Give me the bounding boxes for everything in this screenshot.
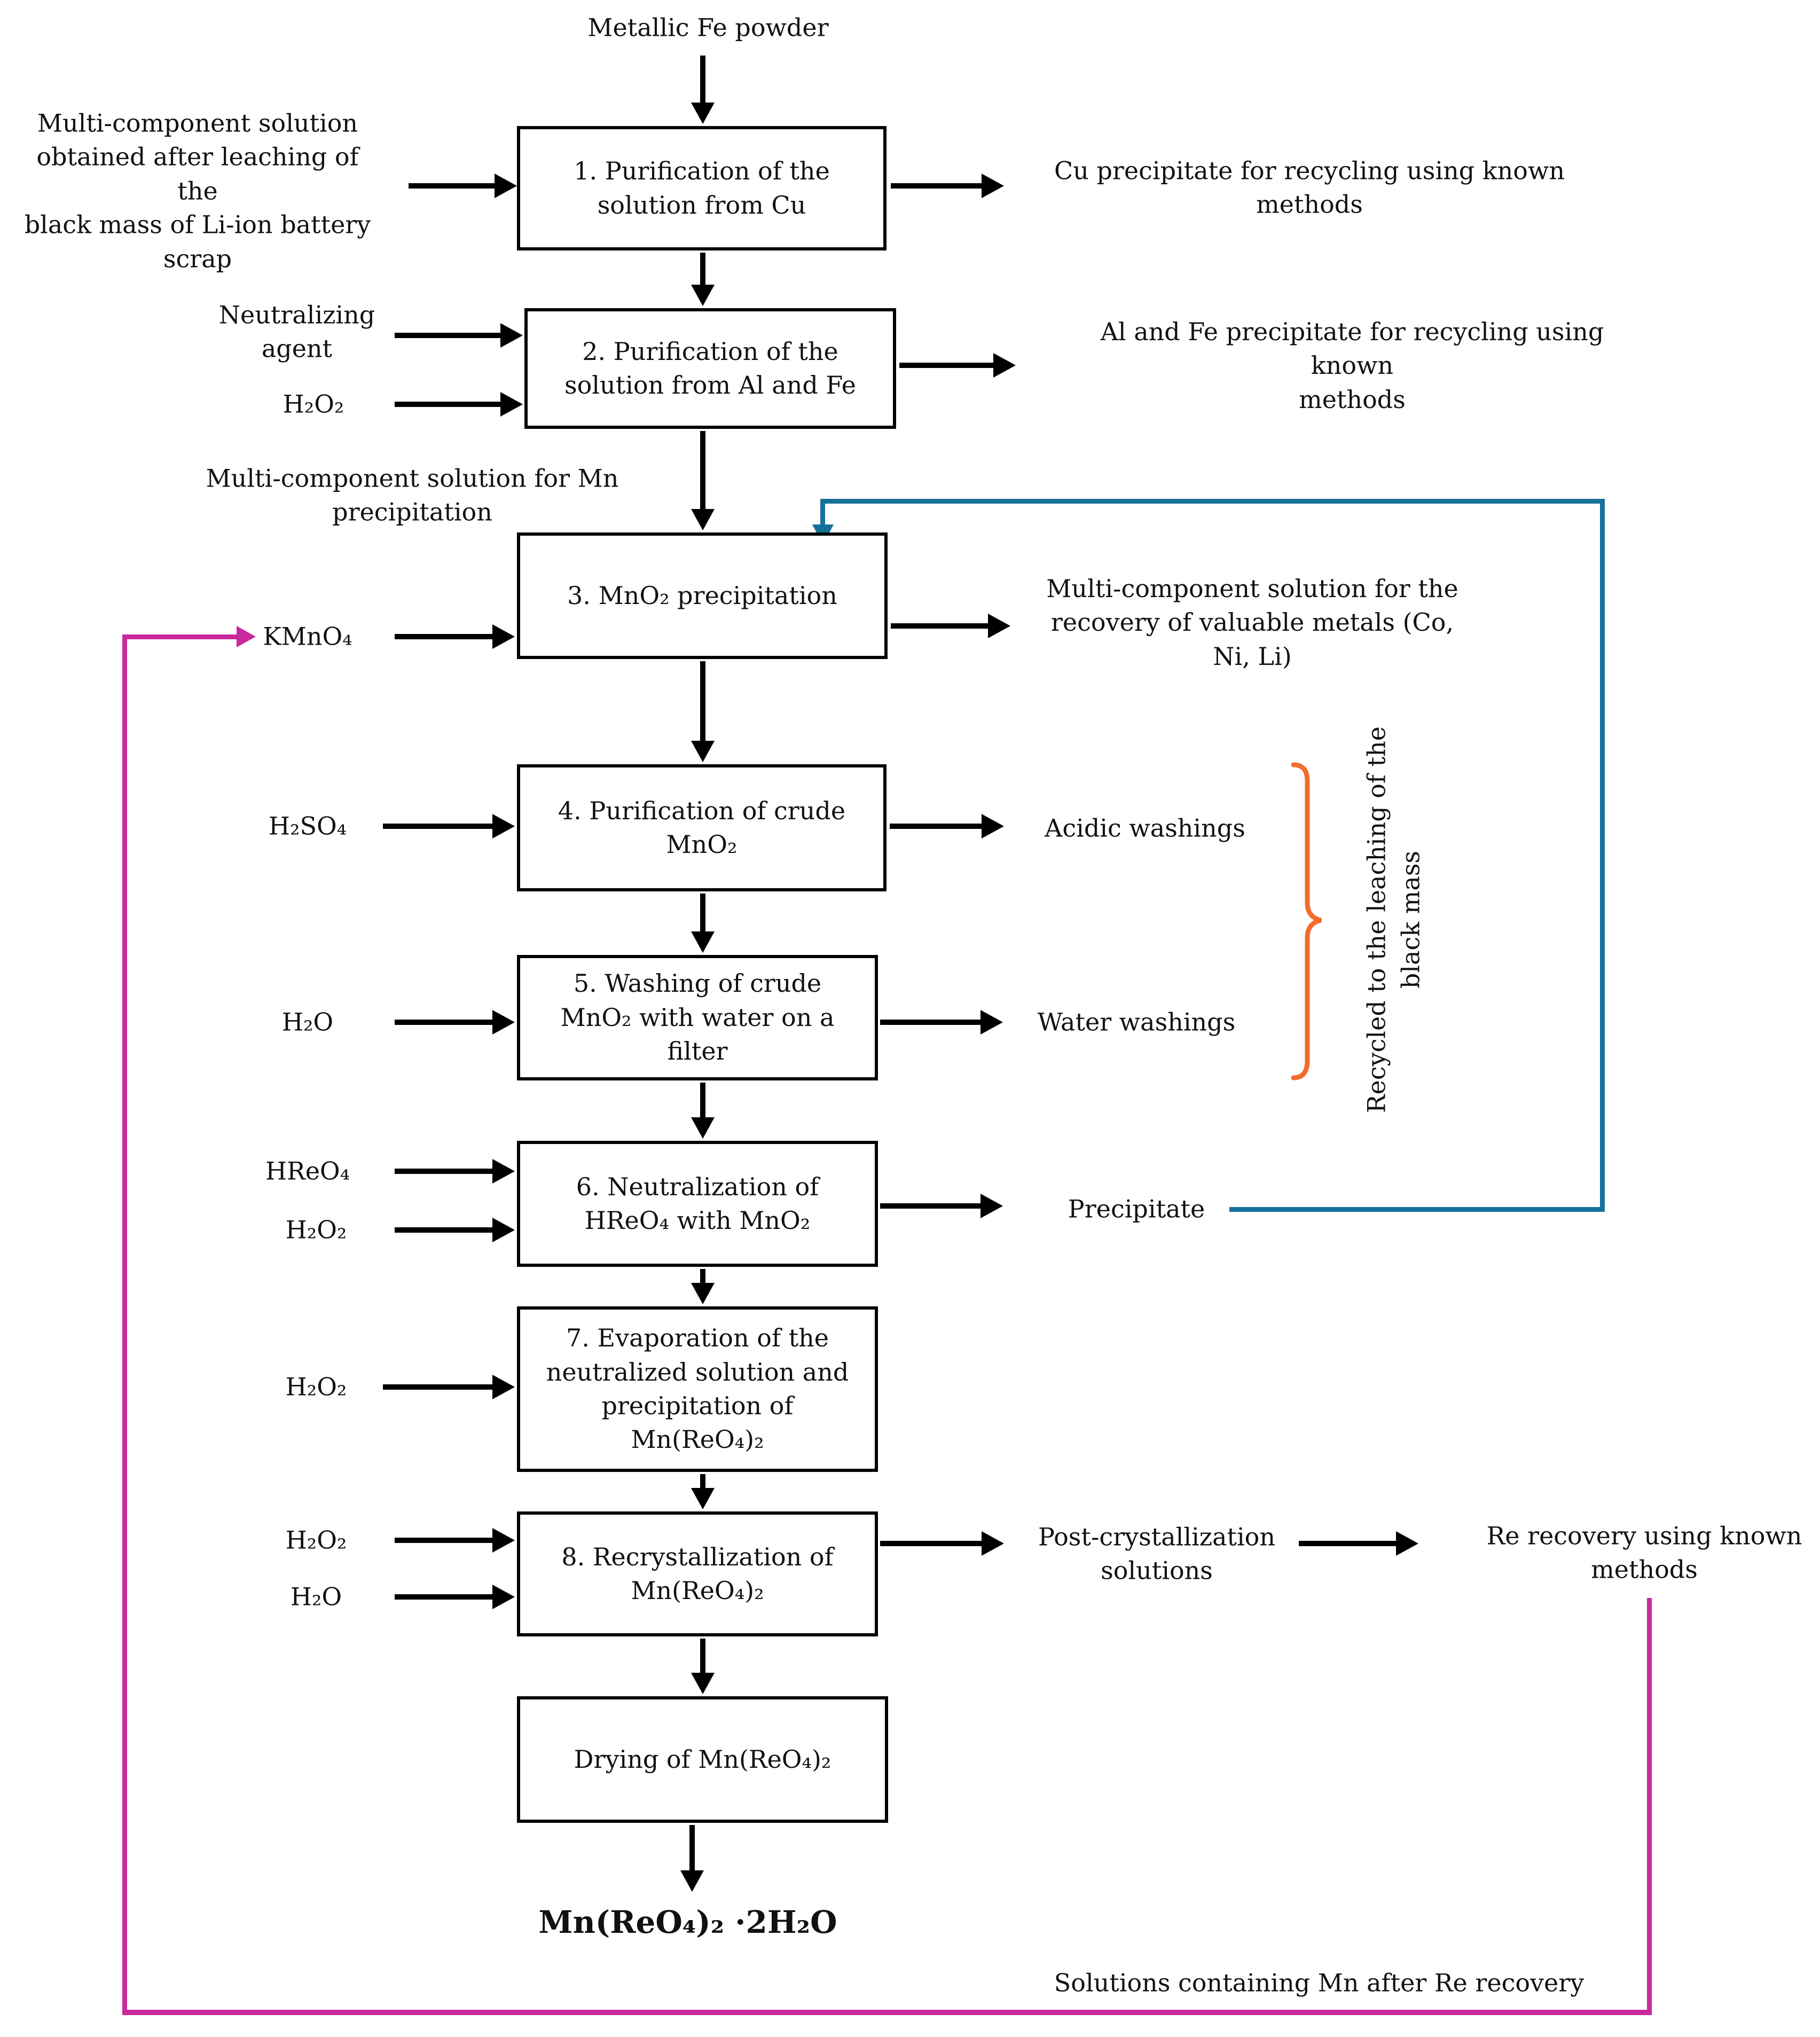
arrow-postcryst-to-rerecovery: [1299, 1541, 1397, 1546]
arrow-neutralizing-to-box2: [395, 333, 501, 338]
box-2-purification-al-fe: 2. Purification of the solution from Al …: [524, 308, 896, 429]
box-1-purification-cu: 1. Purification of the solution from Cu: [517, 126, 887, 250]
label-mn-after-re: Solutions containing Mn after Re recover…: [1054, 1968, 1584, 1997]
arrow-box5-to-box6: [700, 1083, 705, 1118]
arrow-box5-to-water: [880, 1020, 982, 1025]
label-re-recovery: Re recovery using known methods: [1486, 1521, 1802, 1584]
arrow-box4-to-box5: [700, 894, 705, 933]
arrow-box8-to-drying: [700, 1639, 705, 1674]
label-h2so4: H₂SO₄: [268, 811, 347, 841]
box-drying: Drying of Mn(ReO₄)₂: [517, 1696, 888, 1823]
label-hreo4: HReO₄: [265, 1156, 350, 1186]
label-acidic-washings: Acidic washings: [1045, 813, 1245, 843]
re-recovery-drop-line: [1647, 1598, 1652, 2015]
label-recycled-to-leaching: Recycled to the leaching of the black ma…: [1362, 726, 1425, 1113]
arrow-box6-to-box7: [700, 1269, 705, 1284]
label-final-product: Mn(ReO₄)₂ ·2H₂O: [538, 1903, 837, 1940]
label-alfe-precipitate: Al and Fe precipitate for recycling usin…: [1100, 317, 1604, 414]
label-h2o2-box2: H₂O₂: [283, 389, 344, 419]
arrow-box7-to-box8: [700, 1474, 705, 1489]
box-7-evaporation: 7. Evaporation of the neutralized soluti…: [517, 1306, 878, 1472]
kmno4-recycle-arrowhead-icon: [237, 626, 256, 647]
arrow-h2o-to-box5: [395, 1020, 493, 1025]
arrow-box2-to-box3: [700, 431, 705, 510]
arrow-box4-to-acidic: [890, 824, 983, 829]
kmno4-recycle-line-left: [122, 634, 127, 2015]
label-water-washings: Water washings: [1037, 1007, 1236, 1037]
label-h2o2-box8: H₂O₂: [285, 1525, 347, 1555]
label-h2o2-box6: H₂O₂: [285, 1215, 347, 1244]
arrow-leach-to-box1: [409, 183, 496, 189]
label-precipitate: Precipitate: [1068, 1194, 1205, 1224]
kmno4-recycle-line-bottom: [122, 2010, 1652, 2015]
arrow-box2-to-alfe: [899, 363, 994, 368]
arrow-h2so4-to-box4: [383, 824, 493, 829]
arrow-drying-to-final: [689, 1825, 695, 1871]
arrow-hreo4-to-box6: [395, 1169, 493, 1174]
arrow-h2o2-to-box8: [395, 1538, 493, 1543]
precipitate-recycle-line-drop: [820, 499, 825, 526]
precipitate-recycle-line-bottom: [1229, 1207, 1605, 1212]
arrow-h2o2-to-box2: [395, 402, 501, 407]
arrow-box3-to-box4: [700, 661, 705, 742]
precipitate-recycle-line-right: [1600, 499, 1605, 1211]
label-h2o-box8: H₂O: [290, 1582, 342, 1611]
arrow-h2o2-to-box6: [395, 1227, 493, 1233]
box-3-mno2-precipitation: 3. MnO₂ precipitation: [517, 532, 888, 659]
precipitate-recycle-line-top: [822, 499, 1604, 504]
label-leach-input: Multi-component solution obtained after …: [24, 108, 371, 273]
label-neutralizing-agent: Neutralizing agent: [218, 300, 375, 363]
arrow-kmno4-to-box3: [395, 634, 493, 639]
washings-brace-icon: [1291, 762, 1322, 1080]
arrow-h2o-to-box8: [395, 1594, 493, 1600]
label-h2o-box5: H₂O: [281, 1007, 334, 1037]
arrow-box1-to-box2: [700, 253, 705, 286]
kmno4-recycle-line-top: [122, 634, 238, 639]
box-5-washing-crude-mno2: 5. Washing of crude MnO₂ with water on a…: [517, 955, 878, 1080]
arrow-h2o2-to-box7: [383, 1384, 493, 1390]
label-metallic-fe-powder: Metallic Fe powder: [587, 13, 829, 42]
label-h2o2-box7: H₂O₂: [285, 1372, 347, 1401]
arrow-box1-to-cu: [891, 183, 983, 189]
box-4-purification-crude-mno2: 4. Purification of crude MnO₂: [517, 764, 887, 891]
arrow-box6-to-precipitate: [880, 1203, 982, 1209]
label-mn-solution: Multi-component solution for Mn precipit…: [206, 464, 619, 527]
arrow-box8-to-postcryst: [880, 1541, 983, 1546]
arrow-box3-to-metals: [891, 623, 989, 629]
label-metals-out: Multi-component solution for the recover…: [1046, 574, 1458, 671]
label-kmno4: KMnO₄: [263, 622, 352, 651]
box-6-neutralization-hreo4: 6. Neutralization of HReO₄ with MnO₂: [517, 1141, 878, 1267]
box-8-recrystallization: 8. Recrystallization of Mn(ReO₄)₂: [517, 1511, 878, 1636]
label-cu-precipitate: Cu precipitate for recycling using known…: [1054, 156, 1565, 219]
label-post-crystallization: Post-crystallization solutions: [1038, 1522, 1275, 1585]
arrow-fe-to-box1: [700, 56, 705, 104]
